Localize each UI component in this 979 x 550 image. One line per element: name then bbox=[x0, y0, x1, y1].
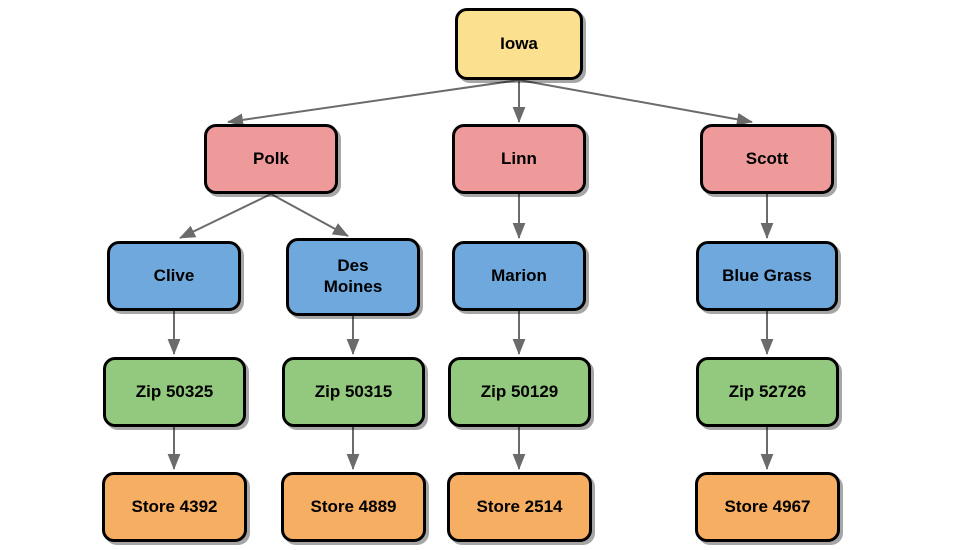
node-label-polk: Polk bbox=[253, 148, 289, 168]
node-label-store2514: Store 2514 bbox=[476, 496, 563, 516]
node-zip50315[interactable]: Zip 50315 bbox=[282, 357, 425, 427]
node-scott[interactable]: Scott bbox=[700, 124, 834, 194]
node-label-zip52726: Zip 52726 bbox=[728, 381, 807, 401]
node-label-linn: Linn bbox=[501, 148, 537, 168]
node-polk[interactable]: Polk bbox=[204, 124, 338, 194]
node-marion[interactable]: Marion bbox=[452, 241, 586, 311]
node-label-store4967: Store 4967 bbox=[724, 496, 811, 516]
node-label-zip50325: Zip 50325 bbox=[135, 381, 214, 401]
node-iowa[interactable]: Iowa bbox=[455, 8, 583, 80]
node-label-desmoines: Des Moines bbox=[323, 256, 383, 296]
node-store4392[interactable]: Store 4392 bbox=[102, 472, 247, 542]
node-label-zip50315: Zip 50315 bbox=[314, 381, 393, 401]
node-label-scott: Scott bbox=[745, 148, 789, 168]
node-label-marion: Marion bbox=[491, 265, 547, 285]
node-desmoines[interactable]: Des Moines bbox=[286, 238, 420, 316]
node-zip52726[interactable]: Zip 52726 bbox=[696, 357, 839, 427]
node-label-store4392: Store 4392 bbox=[131, 496, 218, 516]
node-label-iowa: Iowa bbox=[500, 33, 538, 53]
node-label-zip50129: Zip 50129 bbox=[480, 381, 559, 401]
node-linn[interactable]: Linn bbox=[452, 124, 586, 194]
node-store4967[interactable]: Store 4967 bbox=[695, 472, 840, 542]
node-bluegrass[interactable]: Blue Grass bbox=[696, 241, 838, 311]
node-label-bluegrass: Blue Grass bbox=[722, 265, 812, 285]
node-zip50325[interactable]: Zip 50325 bbox=[103, 357, 246, 427]
node-label-clive: Clive bbox=[153, 265, 195, 285]
node-store2514[interactable]: Store 2514 bbox=[447, 472, 592, 542]
node-clive[interactable]: Clive bbox=[107, 241, 241, 311]
node-label-store4889: Store 4889 bbox=[310, 496, 397, 516]
node-zip50129[interactable]: Zip 50129 bbox=[448, 357, 591, 427]
node-store4889[interactable]: Store 4889 bbox=[281, 472, 426, 542]
